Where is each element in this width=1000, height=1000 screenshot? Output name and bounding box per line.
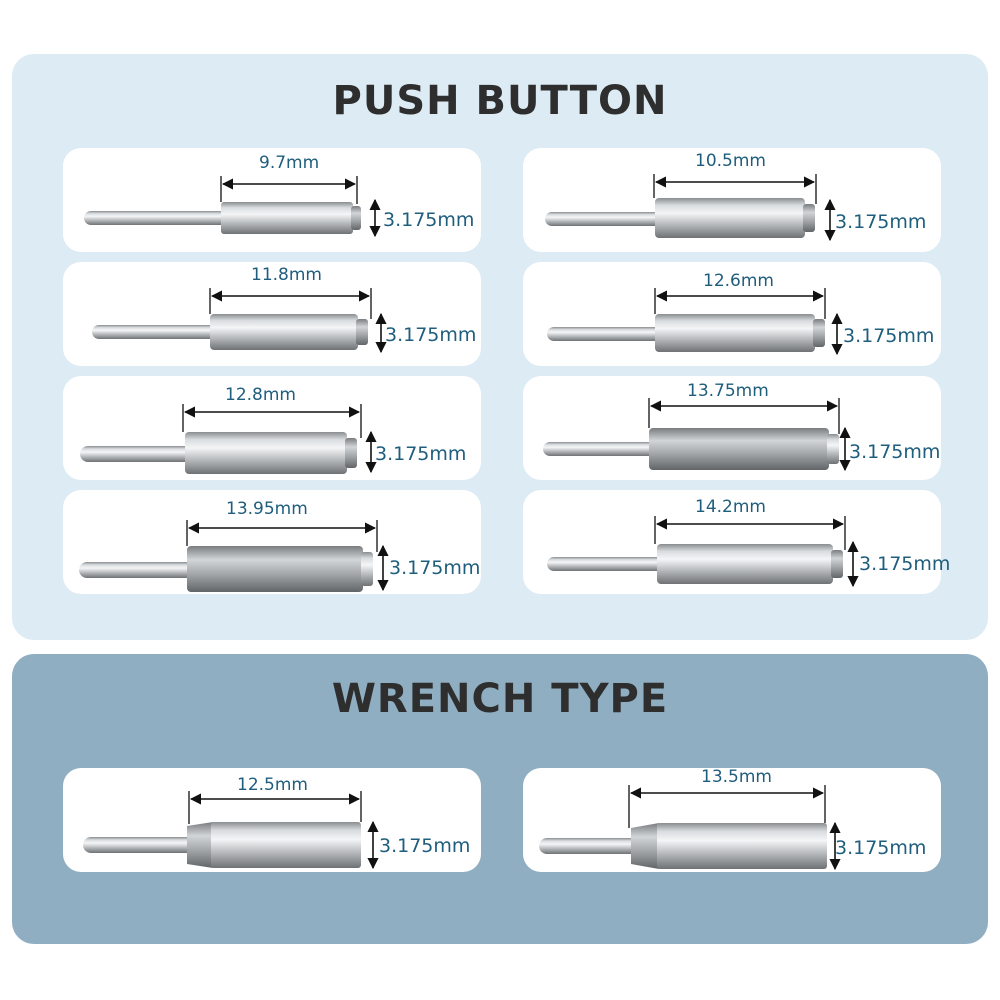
diameter-label: 3.175mm	[379, 835, 470, 857]
length-label: 14.2mm	[695, 497, 766, 517]
shaft	[547, 557, 667, 571]
part-card-13-75mm: 13.75mm 3.175mm	[523, 376, 941, 480]
cap	[345, 438, 357, 468]
shaft	[80, 446, 193, 462]
shaft	[539, 838, 645, 854]
part-card-12-8mm: 12.8mm 3.175mm	[63, 376, 481, 480]
part-drawing: 13.75mm 3.175mm	[543, 381, 940, 472]
part-drawing: 12.5mm 3.175mm	[83, 775, 470, 870]
cap	[813, 319, 825, 347]
length-label: 13.5mm	[701, 767, 772, 787]
diameter-label: 3.175mm	[375, 443, 466, 465]
part-card-13-95mm: 13.95mm 3.175mm	[63, 490, 481, 594]
section-title-wrench: WRENCH TYPE	[331, 676, 669, 722]
part-drawing: 13.5mm 3.175mm	[539, 767, 926, 871]
part-drawing: 12.6mm 3.175mm	[547, 271, 934, 356]
body	[655, 314, 815, 352]
part-card-12-6mm: 12.6mm 3.175mm	[523, 262, 941, 366]
length-label: 13.95mm	[226, 499, 308, 519]
part-card-13-5mm: 13.5mm 3.175mm	[523, 767, 941, 872]
cap	[831, 550, 843, 578]
diameter-label: 3.175mm	[835, 211, 926, 233]
part-drawing: 13.95mm 3.175mm	[79, 499, 480, 592]
wrench-type-section: WRENCH TYPE 12.5mm 3.175mm 13.5mm 3.175m…	[12, 654, 988, 944]
cap	[827, 434, 839, 464]
cap	[803, 204, 815, 232]
hex-collar	[187, 822, 213, 868]
shaft	[543, 442, 659, 456]
diameter-label: 3.175mm	[835, 837, 926, 859]
body	[211, 822, 361, 868]
body	[221, 202, 353, 234]
cap	[356, 319, 368, 345]
shaft	[84, 211, 229, 225]
cap	[361, 552, 373, 586]
diameter-label: 3.175mm	[385, 324, 476, 346]
shaft	[83, 837, 195, 853]
body	[210, 314, 358, 350]
shaft	[547, 327, 663, 341]
length-label: 11.8mm	[251, 265, 322, 285]
length-label: 12.5mm	[237, 775, 308, 795]
body	[649, 428, 829, 470]
shaft	[545, 212, 663, 226]
shaft	[92, 325, 218, 339]
diameter-label: 3.175mm	[859, 553, 950, 575]
part-card-14-2mm: 14.2mm 3.175mm	[523, 490, 950, 594]
cap	[351, 206, 361, 230]
length-label: 13.75mm	[687, 381, 769, 401]
diameter-label: 3.175mm	[389, 557, 480, 579]
part-drawing: 10.5mm 3.175mm	[545, 151, 926, 242]
length-label: 12.8mm	[225, 385, 296, 405]
part-drawing: 9.7mm 3.175mm	[84, 153, 474, 238]
body	[657, 544, 833, 584]
body	[657, 823, 827, 869]
length-label: 9.7mm	[259, 153, 319, 173]
part-drawing: 14.2mm 3.175mm	[547, 497, 950, 588]
part-card-12-5mm: 12.5mm 3.175mm	[63, 768, 481, 872]
body	[655, 198, 805, 238]
diameter-label: 3.175mm	[843, 325, 934, 347]
section-title-push: PUSH BUTTON	[332, 78, 668, 124]
length-label: 12.6mm	[703, 271, 774, 291]
length-label: 10.5mm	[695, 151, 766, 171]
hex-collar	[631, 823, 659, 869]
body	[185, 432, 347, 474]
part-drawing: 12.8mm 3.175mm	[80, 385, 466, 474]
part-card-9-7mm: 9.7mm 3.175mm	[63, 148, 481, 252]
diameter-label: 3.175mm	[849, 441, 940, 463]
push-button-section: PUSH BUTTON 9.7mm 3.175mm 10.5mm 3.175mm	[12, 54, 988, 640]
diameter-label: 3.175mm	[383, 209, 474, 231]
shaft	[79, 562, 197, 578]
body	[187, 546, 363, 592]
part-drawing: 11.8mm 3.175mm	[92, 265, 476, 354]
part-card-10-5mm: 10.5mm 3.175mm	[523, 148, 941, 252]
part-card-11-8mm: 11.8mm 3.175mm	[63, 262, 481, 366]
